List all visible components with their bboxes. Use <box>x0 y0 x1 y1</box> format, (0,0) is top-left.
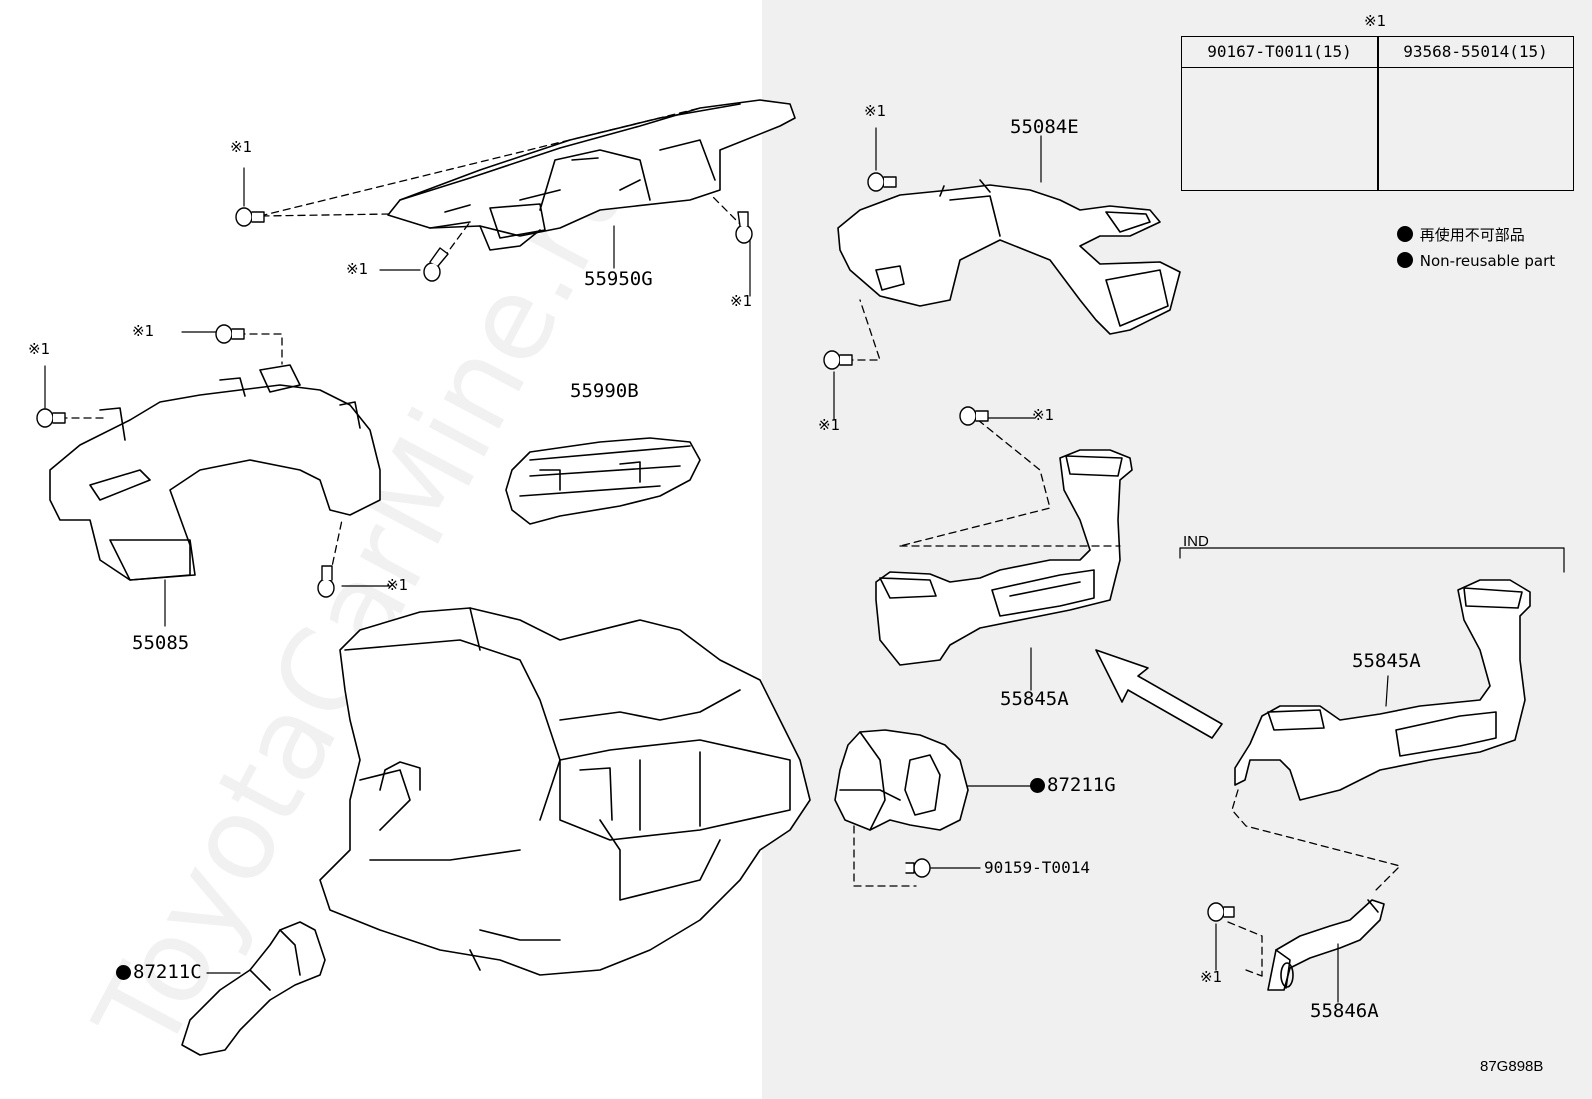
label-90159-T0014[interactable]: 90159-T0014 <box>984 858 1090 877</box>
label-87211C[interactable]: 87211C <box>116 963 202 982</box>
note-mark: ※1 <box>1032 406 1055 424</box>
note-mark: ※1 <box>818 416 841 434</box>
bolt-icon <box>905 858 931 878</box>
note-mark: ※1 <box>1200 968 1223 986</box>
clip-icon <box>36 408 66 428</box>
label-55084E[interactable]: 55084E <box>1010 116 1079 138</box>
note-mark: ※1 <box>28 340 51 358</box>
table-divider <box>1377 37 1379 190</box>
part-87211G-drawing[interactable] <box>834 729 969 831</box>
note-mark: ※1 <box>730 292 753 310</box>
part-87211C-drawing[interactable] <box>181 921 326 1056</box>
clip-icon <box>959 406 989 426</box>
non-reusable-dot-icon <box>1397 252 1413 268</box>
part-55084E-drawing[interactable] <box>837 179 1181 335</box>
label-55950G[interactable]: 55950G <box>584 268 653 290</box>
note-mark: ※1 <box>346 260 369 278</box>
clip-icon <box>867 172 897 192</box>
part-55990B-drawing[interactable] <box>505 437 701 525</box>
label-55846A[interactable]: 55846A <box>1310 1000 1379 1022</box>
clip-icon <box>1207 902 1235 922</box>
note-mark: ※1 <box>132 322 155 340</box>
part-55846A-drawing[interactable] <box>1267 899 1385 991</box>
clip-icon <box>235 207 265 227</box>
label-55845A-ind[interactable]: 55845A <box>1352 650 1421 672</box>
hvac-unit-drawing[interactable] <box>319 607 811 976</box>
legend: 再使用不可部品 Non-reusable part <box>1397 222 1555 274</box>
variant-label-ind: IND <box>1183 533 1209 550</box>
direction-arrow-icon <box>1095 649 1223 739</box>
clip-icons <box>36 172 1235 922</box>
part-55845A-main-drawing[interactable] <box>875 449 1133 666</box>
label-55085[interactable]: 55085 <box>132 632 190 654</box>
non-reusable-dot-icon <box>116 965 131 980</box>
label-55845A-main[interactable]: 55845A <box>1000 688 1069 710</box>
part-55085-drawing[interactable] <box>49 364 381 581</box>
clip-icon <box>317 565 335 598</box>
clip-icon <box>823 350 853 370</box>
label-leaders <box>44 127 1565 1003</box>
clip-icon <box>423 247 449 282</box>
legend-item-jp: 再使用不可部品 <box>1397 222 1555 248</box>
note-mark: ※1 <box>386 576 409 594</box>
table-col-93568[interactable]: 93568-55014(15) <box>1378 37 1573 68</box>
clip-icon <box>735 211 753 244</box>
table-col-90167[interactable]: 90167-T0011(15) <box>1182 37 1377 68</box>
note-mark: ※1 <box>230 138 253 156</box>
legend-item-en: Non-reusable part <box>1397 248 1555 274</box>
part-55950G-drawing[interactable] <box>387 99 796 251</box>
non-reusable-dot-icon <box>1397 226 1413 242</box>
fastener-table: 90167-T0011(15) 93568-55014(15) <box>1181 36 1574 191</box>
label-55990B[interactable]: 55990B <box>570 380 639 402</box>
label-87211G[interactable]: 87211G <box>1030 776 1116 795</box>
diagram-code: 87G898B <box>1480 1058 1544 1075</box>
leader-lines <box>59 107 1401 977</box>
table-header-mark: ※1 <box>1364 12 1387 30</box>
part-55845A-ind-drawing[interactable] <box>1234 579 1531 801</box>
note-mark: ※1 <box>864 102 887 120</box>
clip-icon <box>215 324 245 344</box>
non-reusable-dot-icon <box>1030 778 1045 793</box>
